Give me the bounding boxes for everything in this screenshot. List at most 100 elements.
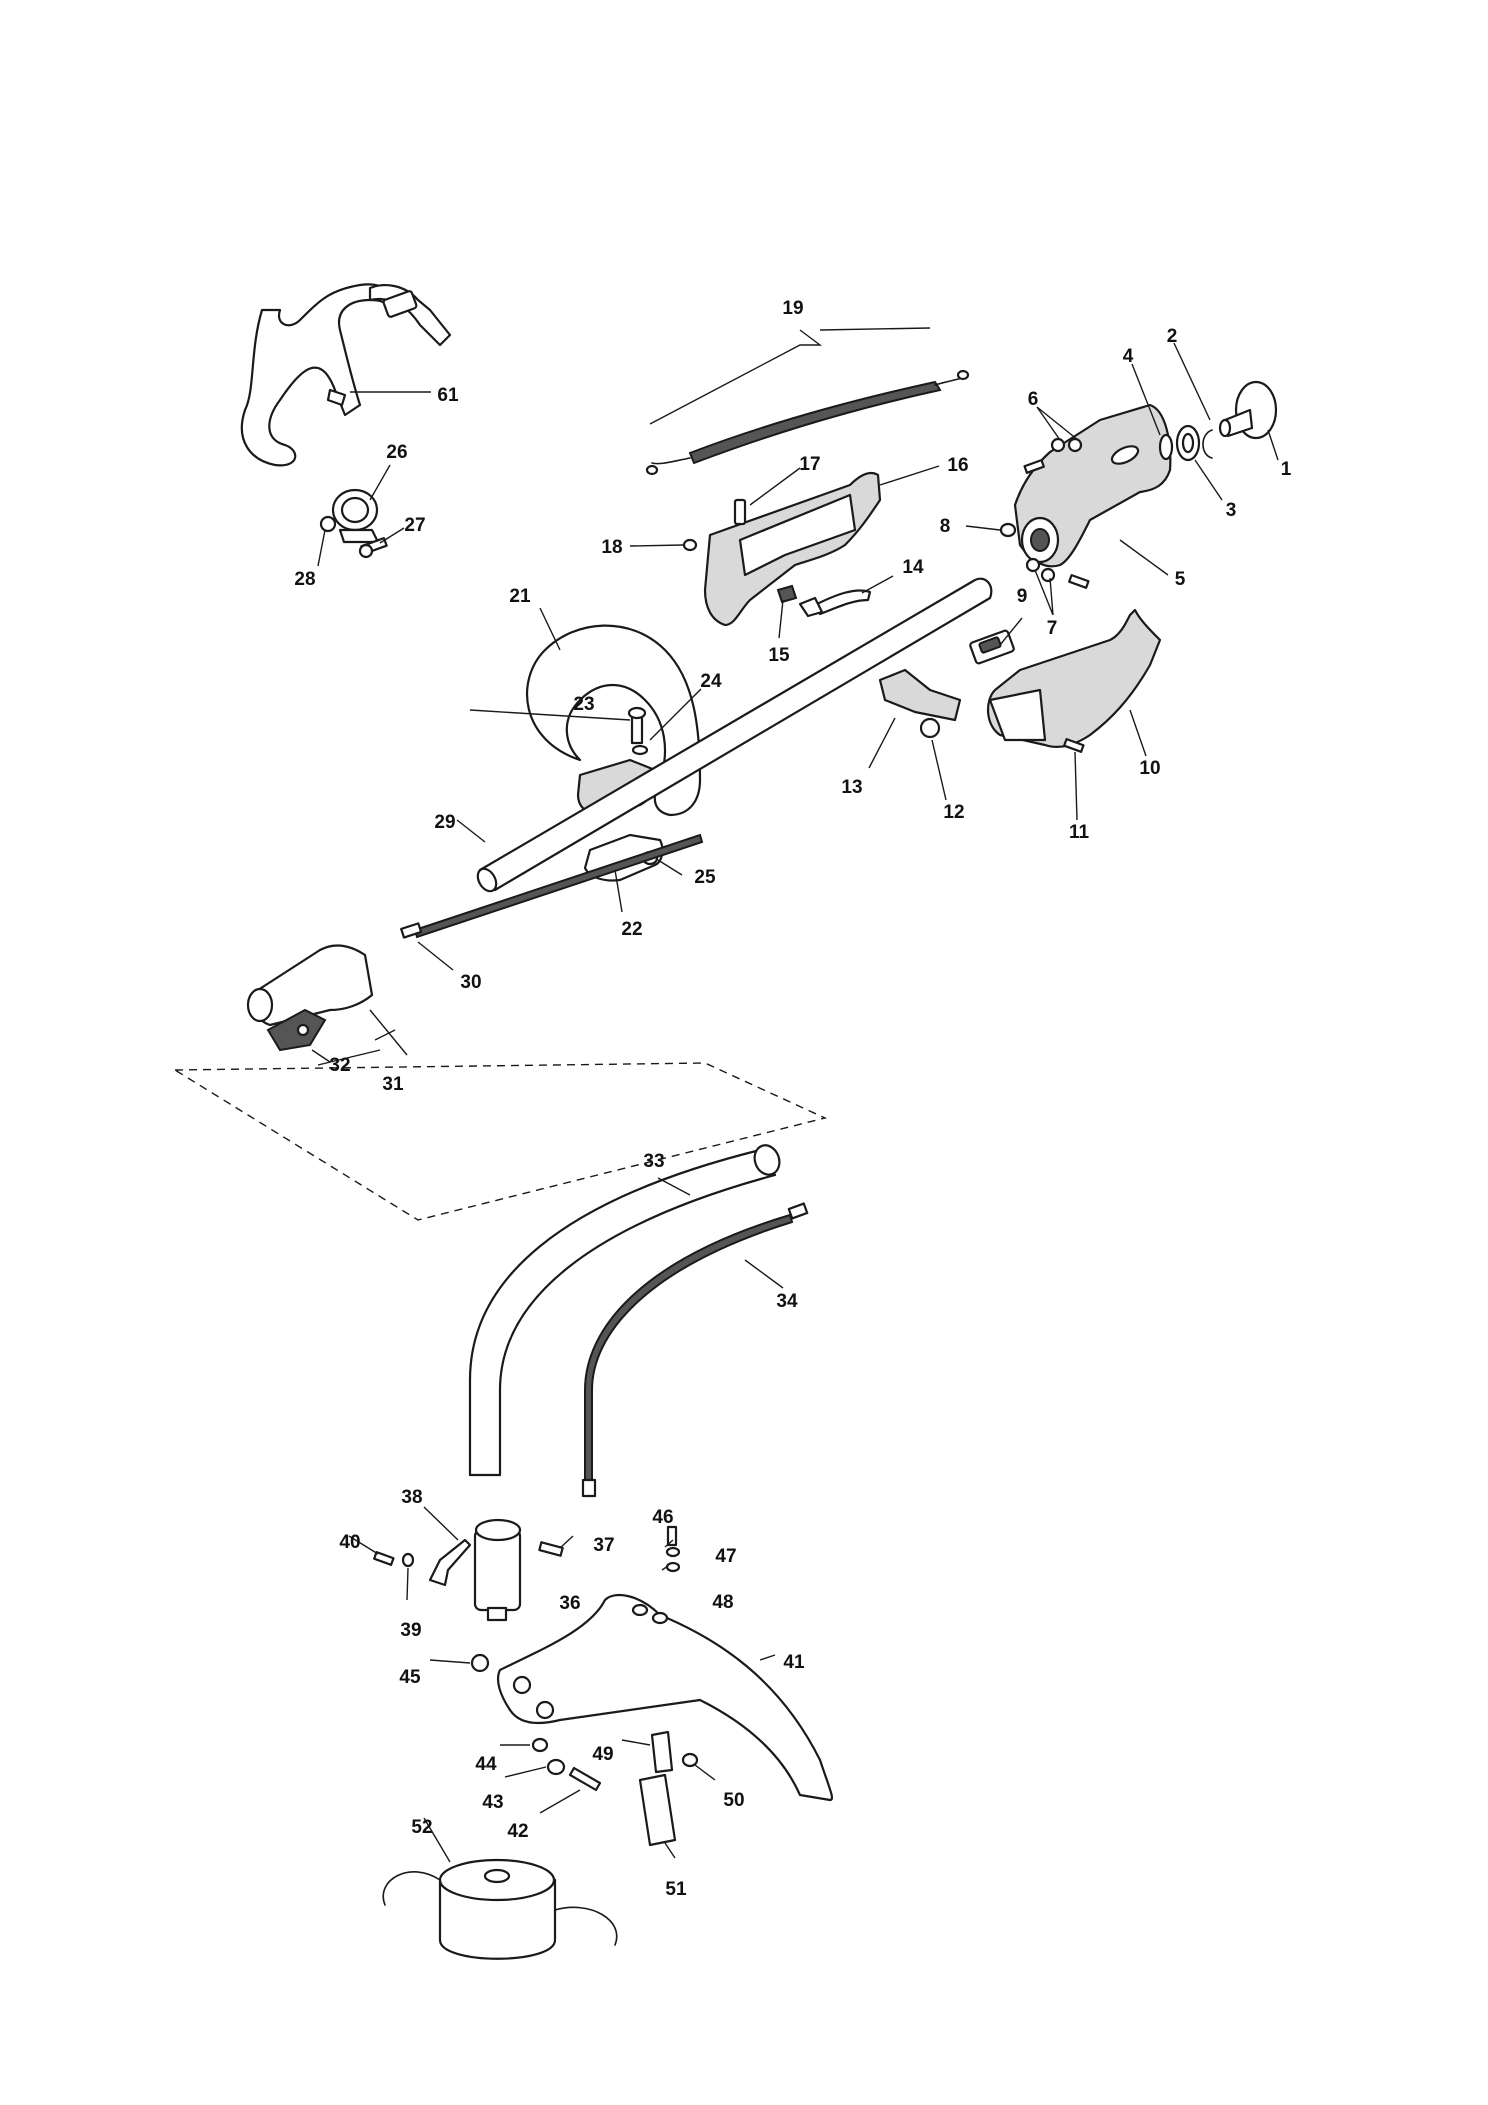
label-27: 27 <box>404 515 425 536</box>
label-40: 40 <box>339 1532 360 1553</box>
part-number-labels: 1 2 3 4 5 6 7 8 9 10 11 12 13 14 15 16 1… <box>294 298 1291 1900</box>
label-1: 1 <box>1281 459 1292 480</box>
label-25: 25 <box>694 867 716 888</box>
label-46: 46 <box>652 1507 673 1528</box>
part-11-screw <box>1063 738 1085 753</box>
part-12-ring <box>919 717 941 739</box>
leader-lines <box>311 327 1279 1863</box>
part-48-washer <box>665 1561 681 1573</box>
part-30-drive-shaft <box>400 833 704 939</box>
part-44-washer <box>531 1737 549 1753</box>
connection-dashed-line <box>172 1062 828 1221</box>
part-41-guard <box>496 1593 834 1802</box>
label-26: 26 <box>386 442 407 463</box>
label-19: 19 <box>782 298 803 319</box>
label-61: 61 <box>437 385 459 406</box>
label-31: 31 <box>382 1074 404 1095</box>
part-49-blade-holder <box>650 1730 674 1774</box>
label-11: 11 <box>1069 822 1090 843</box>
part-34-drive-cable <box>581 1202 809 1498</box>
part-37-screw <box>538 1541 564 1557</box>
label-4: 4 <box>1123 346 1134 367</box>
part-24-washer <box>631 744 649 756</box>
label-23: 23 <box>573 694 594 715</box>
label-38: 38 <box>401 1487 422 1508</box>
label-45: 45 <box>399 1667 421 1688</box>
label-9: 9 <box>1017 586 1028 607</box>
part-17-spring-clip <box>733 498 747 526</box>
part-4-washer <box>1158 433 1174 461</box>
label-50: 50 <box>723 1790 744 1811</box>
label-28: 28 <box>294 569 315 590</box>
part-7-washers <box>1025 557 1090 589</box>
part-45-nut <box>470 1653 490 1673</box>
label-39: 39 <box>400 1620 421 1641</box>
part-13-lever <box>878 668 962 722</box>
part-46-screw <box>666 1525 678 1547</box>
label-33: 33 <box>643 1151 664 1172</box>
label-41: 41 <box>783 1652 805 1673</box>
label-3: 3 <box>1226 500 1237 521</box>
label-29: 29 <box>434 812 455 833</box>
label-10: 10 <box>1139 758 1160 779</box>
part-33-bent-tube <box>468 1144 781 1477</box>
label-7: 7 <box>1047 618 1058 639</box>
part-8-nut <box>999 522 1017 538</box>
part-3-bearing <box>1175 424 1201 462</box>
label-30: 30 <box>460 972 481 993</box>
part-5-housing <box>1013 403 1172 568</box>
label-12: 12 <box>943 802 964 823</box>
part-47-washer <box>665 1546 681 1558</box>
part-43-washer <box>546 1758 566 1776</box>
label-47: 47 <box>715 1546 736 1567</box>
label-18: 18 <box>601 537 622 558</box>
label-48: 48 <box>712 1592 733 1613</box>
part-50-nut <box>681 1752 699 1768</box>
label-42: 42 <box>507 1821 528 1842</box>
label-5: 5 <box>1175 569 1186 590</box>
label-49: 49 <box>592 1744 613 1765</box>
part-23-bolt <box>627 706 647 745</box>
label-37: 37 <box>593 1535 614 1556</box>
part-31-coupling <box>246 944 374 1027</box>
label-2: 2 <box>1167 326 1178 347</box>
part-51-line-cutter <box>638 1773 677 1847</box>
label-24: 24 <box>700 671 722 692</box>
part-61-shoulder-strap <box>240 283 452 467</box>
part-1-clutch-drum <box>1218 380 1278 440</box>
part-9-switch <box>969 629 1015 665</box>
part-2-circlip <box>1202 429 1213 459</box>
part-32-knob <box>266 1008 327 1052</box>
part-16-handle-upper <box>703 471 882 627</box>
label-36: 36 <box>559 1593 580 1614</box>
part-36-gear-housing <box>473 1518 522 1622</box>
label-51: 51 <box>665 1879 687 1900</box>
label-8: 8 <box>940 516 951 537</box>
label-22: 22 <box>621 919 642 940</box>
label-16: 16 <box>947 455 968 476</box>
part-38-bracket <box>428 1538 472 1587</box>
part-52-trimmer-head <box>382 1858 618 1960</box>
label-6: 6 <box>1028 389 1039 410</box>
label-17: 17 <box>799 454 820 475</box>
part-40-screw <box>373 1551 395 1566</box>
part-14-trigger <box>813 589 872 616</box>
label-43: 43 <box>482 1792 503 1813</box>
part-18-screw <box>682 538 698 552</box>
part-28-nut <box>319 515 337 533</box>
label-14: 14 <box>902 557 924 578</box>
label-13: 13 <box>841 777 862 798</box>
label-21: 21 <box>509 586 531 607</box>
part-10-handle-lower <box>987 608 1162 749</box>
label-52: 52 <box>411 1817 432 1838</box>
part-39-washer <box>401 1552 415 1568</box>
part-42-bolt <box>568 1766 602 1792</box>
part-15-spring <box>776 584 824 618</box>
part-6-washers <box>1023 437 1083 474</box>
label-34: 34 <box>776 1291 798 1312</box>
label-44: 44 <box>475 1754 497 1775</box>
label-32: 32 <box>329 1055 350 1076</box>
part-29-shaft-tube <box>476 577 993 893</box>
label-15: 15 <box>768 645 790 666</box>
